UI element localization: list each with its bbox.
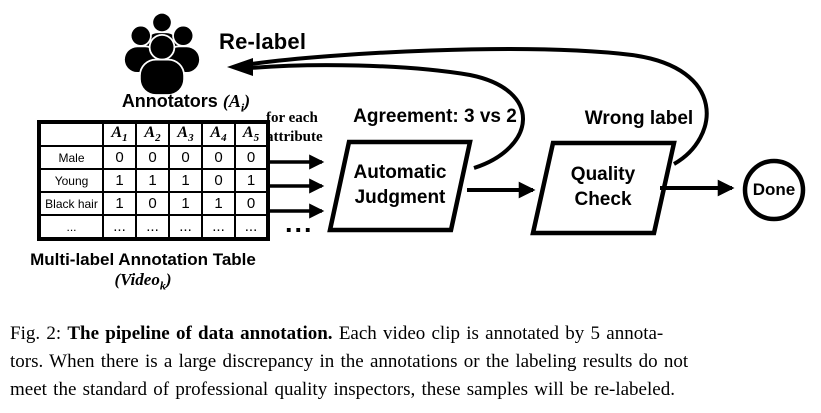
table-row: ..................: [38, 214, 269, 240]
table-cell: 1: [135, 168, 170, 193]
table-cell: ...: [102, 214, 137, 240]
table-col-header: A4: [201, 121, 236, 147]
table-subtitle: (Videok): [114, 270, 172, 293]
relabel-curve-from-quality-check: [250, 47, 709, 166]
table-row-label: Male: [38, 145, 104, 170]
table-col-header: A3: [168, 121, 203, 147]
annotators-symbol: (Ai): [222, 91, 251, 115]
done-circle: [742, 158, 806, 222]
annotators-label: Annotators (Ai): [100, 91, 272, 116]
for-each-attribute-label: for each attribute: [266, 110, 323, 145]
automatic-judgment-label: Automatic Judgment: [353, 162, 447, 208]
table-cell: 0: [135, 191, 170, 216]
table-cell: 0: [201, 145, 236, 170]
relabel-curve-from-automatic-judgment: [250, 63, 525, 170]
caption-line-1: Fig. 2: The pipeline of data annotation.…: [10, 323, 664, 344]
done-label: Done: [752, 180, 796, 199]
table-cell: ...: [234, 214, 269, 240]
quality-check-shape: [530, 140, 677, 236]
table-col-header: A2: [135, 121, 170, 147]
table-row-label: ...: [38, 214, 104, 240]
figure-caption: Fig. 2: The pipeline of data annotation.…: [10, 320, 812, 404]
table-cell: ...: [135, 214, 170, 240]
table-corner-cell: [38, 121, 104, 147]
table-cell: 0: [168, 145, 203, 170]
automatic-judgment-shape: [327, 139, 473, 233]
agreement-label: Agreement: 3 vs 2: [353, 106, 517, 127]
table-col-header: A1: [102, 121, 137, 147]
table-title: Multi-label Annotation Table: [30, 250, 256, 269]
table-cell: 0: [102, 145, 137, 170]
table-row-label: Black hair: [38, 191, 104, 216]
table-cell: 1: [102, 168, 137, 193]
table-cell: ...: [168, 214, 203, 240]
table-col-header: A5: [234, 121, 269, 147]
more-arrows-ellipsis: ...: [285, 208, 314, 238]
relabel-arrowhead-icon: [227, 58, 253, 76]
annotators-word: Annotators: [121, 91, 218, 111]
table-cell: 1: [168, 168, 203, 193]
caption-line-3: meet the standard of professional qualit…: [10, 379, 675, 400]
table-cell: 0: [135, 145, 170, 170]
table-cell: 1: [168, 191, 203, 216]
caption-line-2: tors. When there is a large discrepancy …: [10, 351, 689, 372]
table-cell: 1: [102, 191, 137, 216]
table-cell: 0: [234, 145, 269, 170]
table-cell: ...: [201, 214, 236, 240]
annotators-group-icon: [123, 11, 201, 95]
diagram-canvas: [227, 47, 806, 236]
wrong-label: Wrong label: [584, 108, 694, 129]
table-cell: 1: [201, 191, 236, 216]
table-cell: 1: [234, 168, 269, 193]
table-cell: 0: [234, 191, 269, 216]
table-row-label: Young: [38, 168, 104, 193]
table-cell: 0: [201, 168, 236, 193]
relabel-label: Re-label: [219, 29, 307, 54]
quality-check-label: Quality Check: [570, 164, 636, 210]
